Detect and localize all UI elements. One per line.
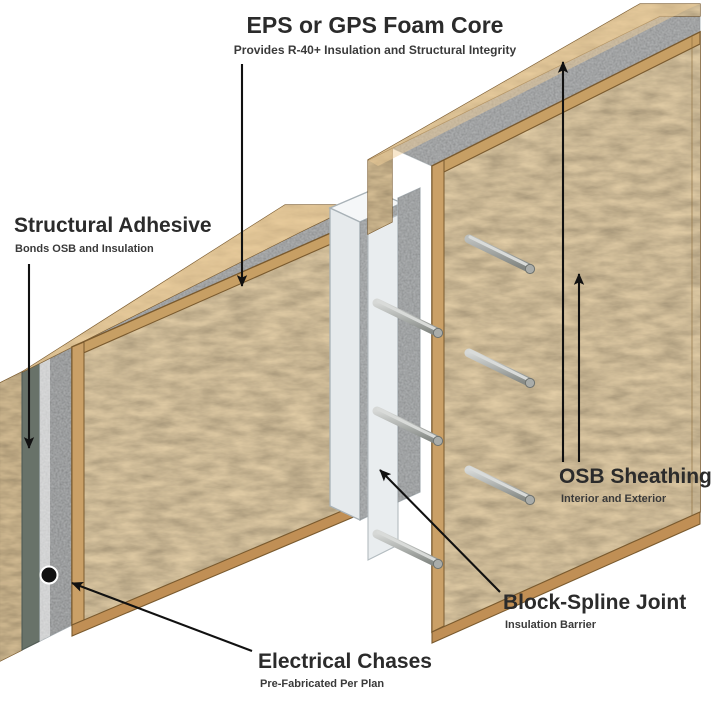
left-panel-foam-core bbox=[39, 346, 73, 642]
callout-eps-foam-core-title: EPS or GPS Foam Core bbox=[247, 12, 504, 38]
callout-labels: EPS or GPS Foam Core Provides R-40+ Insu… bbox=[14, 12, 712, 690]
block-spline-joint bbox=[328, 189, 404, 561]
right-panel-front-osb-left-edge bbox=[431, 159, 445, 633]
screw-spline-3 bbox=[372, 529, 444, 570]
left-panel-back-osb bbox=[0, 370, 23, 662]
screw-face-3 bbox=[464, 465, 536, 506]
right-panel-back-osb-texture bbox=[368, 148, 392, 234]
foam-core-highlight bbox=[40, 358, 50, 641]
right-panel-back-osb bbox=[367, 147, 393, 235]
callout-block-spline-joint-title: Block-Spline Joint bbox=[503, 591, 686, 614]
right-panel-foam-core-edge bbox=[397, 187, 421, 503]
right-panel-foam-top-texture bbox=[392, 16, 700, 166]
right-panel-upper-osb-strip bbox=[367, 3, 701, 166]
callout-block-spline-joint: Block-Spline Joint Insulation Barrier bbox=[503, 591, 686, 631]
screw-spline-2 bbox=[372, 406, 444, 447]
callout-structural-adhesive: Structural Adhesive Bonds OSB and Insula… bbox=[14, 214, 212, 255]
block-spline-left-face bbox=[329, 206, 361, 522]
panel-screws bbox=[372, 234, 536, 570]
adhesive-shade bbox=[22, 363, 40, 650]
callout-eps-foam-core-subtitle: Provides R-40+ Insulation and Structural… bbox=[234, 43, 517, 57]
screw-spline-1 bbox=[372, 298, 444, 339]
right-panel-front-osb-bottom-bevel bbox=[431, 511, 701, 644]
structural-adhesive-layer bbox=[21, 362, 41, 651]
left-sip-panel bbox=[0, 204, 357, 662]
leader-block-spline-joint bbox=[379, 469, 501, 593]
callout-osb-sheathing: OSB Sheathing Interior and Exterior bbox=[559, 465, 712, 505]
callout-eps-foam-core: EPS or GPS Foam Core Provides R-40+ Insu… bbox=[234, 12, 517, 57]
callout-osb-sheathing-subtitle: Interior and Exterior bbox=[561, 493, 667, 505]
callout-block-spline-joint-subtitle: Insulation Barrier bbox=[505, 619, 597, 631]
right-panel-foam-core-texture bbox=[398, 188, 420, 502]
left-panel-front-osb bbox=[71, 220, 357, 637]
block-spline-column bbox=[367, 214, 399, 561]
leader-electrical-chases bbox=[71, 581, 253, 652]
callout-structural-adhesive-title: Structural Adhesive bbox=[14, 214, 212, 237]
screw-face-2 bbox=[464, 348, 536, 389]
callout-electrical-chases: Electrical Chases Pre-Fabricated Per Pla… bbox=[258, 650, 432, 690]
callout-electrical-chases-title: Electrical Chases bbox=[258, 650, 432, 673]
screw-face-1 bbox=[464, 234, 536, 275]
left-panel-back-osb-texture bbox=[0, 372, 22, 661]
left-panel-front-osb-left-edge bbox=[71, 341, 85, 626]
leader-lines bbox=[23, 61, 585, 652]
callout-structural-adhesive-subtitle: Bonds OSB and Insulation bbox=[15, 243, 154, 255]
electrical-chase-dot bbox=[39, 565, 59, 585]
callout-osb-sheathing-title: OSB Sheathing bbox=[559, 465, 712, 488]
callout-electrical-chases-subtitle: Pre-Fabricated Per Plan bbox=[260, 678, 384, 690]
right-panel-upper-osb-strip-highlight bbox=[368, 4, 700, 166]
